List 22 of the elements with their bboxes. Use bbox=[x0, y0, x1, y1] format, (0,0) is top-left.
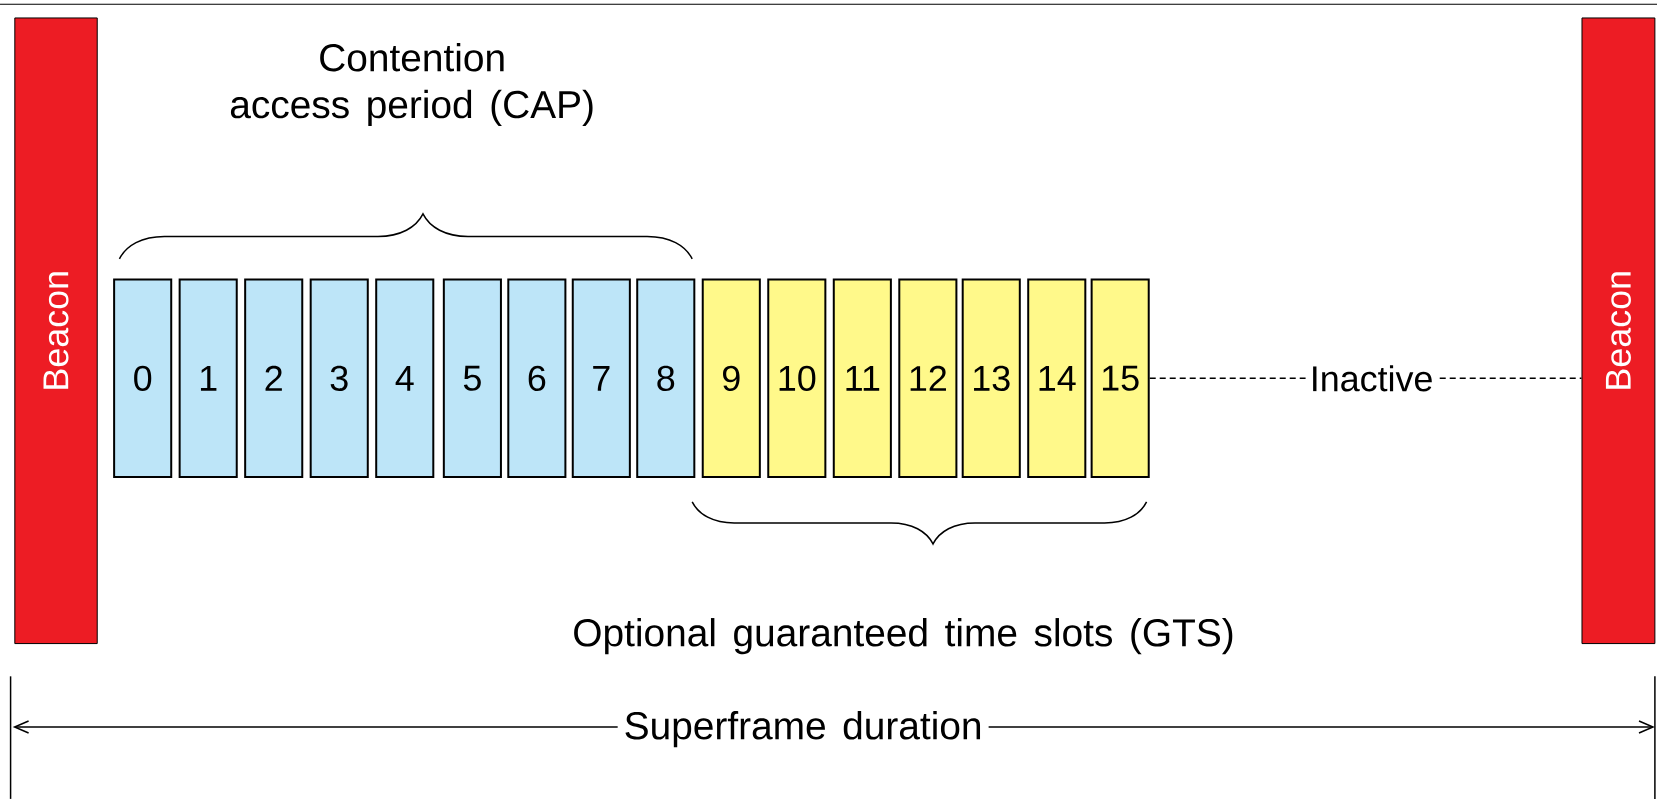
time-slot: 12 bbox=[898, 278, 958, 479]
time-slot: 11 bbox=[832, 278, 892, 479]
time-slot: 14 bbox=[1027, 278, 1087, 479]
time-slot: 10 bbox=[767, 278, 827, 479]
time-slot: 6 bbox=[507, 278, 567, 479]
time-slot: 9 bbox=[701, 278, 761, 479]
time-slot: 8 bbox=[636, 278, 696, 479]
beacon-bar: Beacon bbox=[14, 17, 98, 645]
time-slot: 1 bbox=[178, 278, 238, 479]
edge-label: Inactive bbox=[1313, 365, 1432, 392]
brace-label: Contention access period (CAP) bbox=[230, 43, 593, 127]
time-slot: 7 bbox=[571, 278, 631, 479]
beacon-bar: Beacon bbox=[1581, 17, 1656, 645]
time-slot: 5 bbox=[442, 278, 502, 479]
time-slot: 15 bbox=[1090, 278, 1150, 479]
time-slot: 0 bbox=[113, 278, 173, 479]
time-slot: 4 bbox=[375, 278, 435, 479]
time-slot: 2 bbox=[244, 278, 304, 479]
dimension-label: Superframe duration bbox=[625, 711, 980, 748]
time-slot: 3 bbox=[309, 278, 369, 479]
time-slot: 13 bbox=[961, 278, 1021, 479]
brace-label: Optional guaranteed time slots (GTS) bbox=[574, 618, 1233, 655]
